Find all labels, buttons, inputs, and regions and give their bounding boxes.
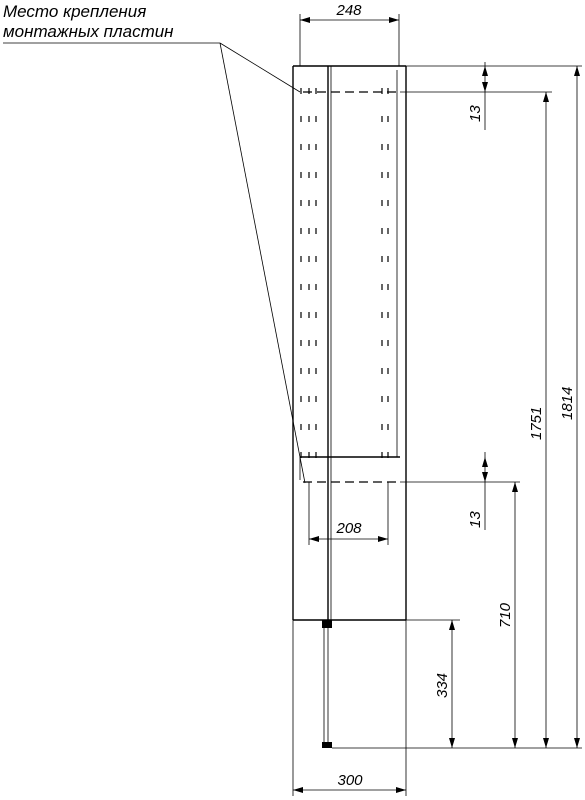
dim-height-1751: 1751 (528, 92, 549, 748)
callout-leaders (3, 43, 305, 483)
dim-13-lower-label: 13 (467, 511, 484, 528)
dim-offset-lower: 13 (467, 452, 488, 530)
cabinet-leg (322, 620, 332, 748)
dim-bottom-width: 300 (293, 620, 406, 796)
dim-208-label: 208 (335, 520, 362, 537)
dim-1751-label: 1751 (528, 407, 545, 440)
dim-inner-width: 208 (309, 482, 388, 545)
callout-line-1: Место крепления (3, 2, 146, 21)
dim-710-label: 710 (497, 602, 514, 628)
callout-line-2: монтажных пластин (3, 22, 174, 41)
hidden-mounting-lines (301, 88, 400, 482)
dim-height-1814: 1814 (559, 66, 580, 748)
dim-300-label: 300 (337, 772, 363, 789)
dim-248-label: 248 (335, 2, 362, 19)
dim-13-top-label: 13 (467, 105, 484, 122)
dim-height-334: 334 (434, 620, 455, 748)
dim-height-710: 710 (497, 482, 518, 748)
dim-1814-label: 1814 (559, 387, 576, 420)
dim-offset-top: 13 (467, 62, 488, 130)
dim-334-label: 334 (434, 673, 451, 698)
dim-top-width: 248 (300, 2, 399, 66)
